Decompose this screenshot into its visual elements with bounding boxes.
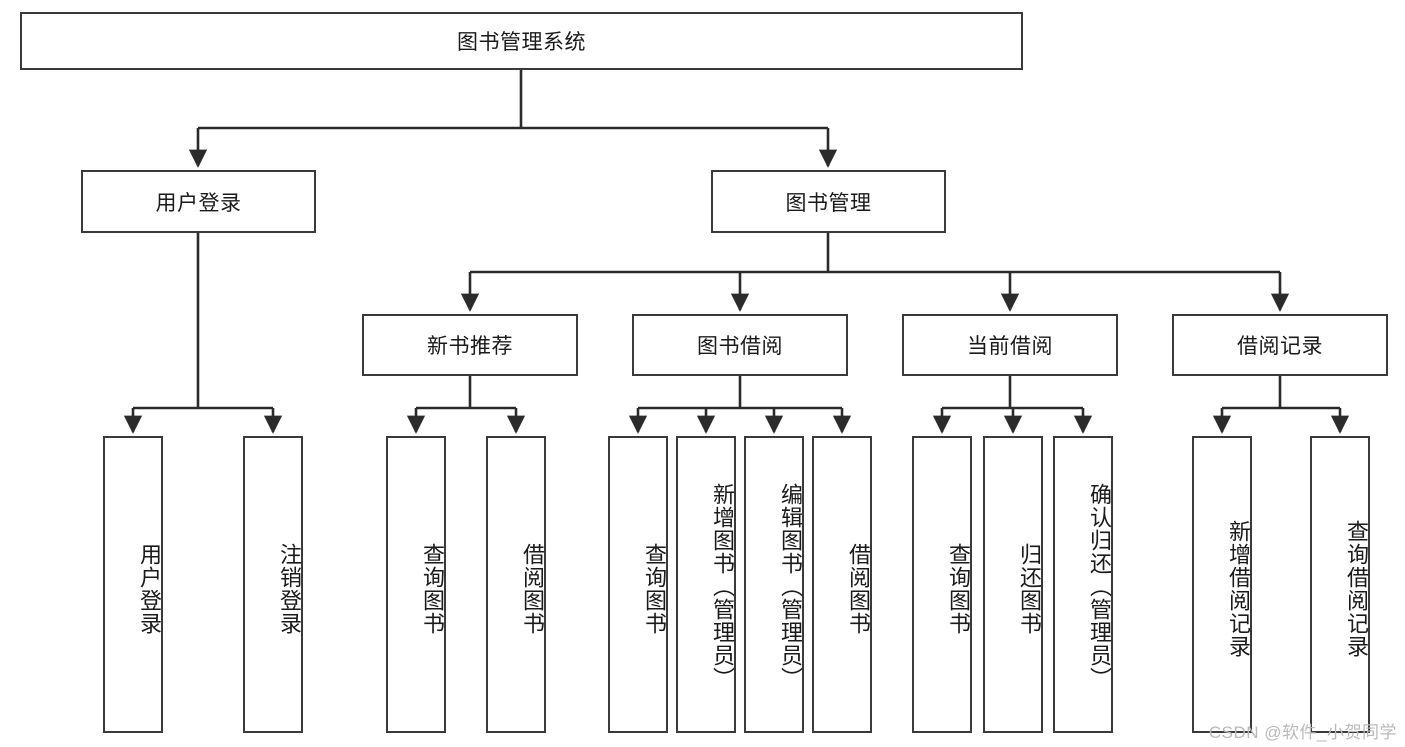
- node-leaf-edit-book-label: 编辑图书（管理员）: [778, 483, 803, 690]
- node-leaf-logout[interactable]: 注销登录: [243, 436, 303, 733]
- node-leaf-query-borrow-record-label: 查询借阅记录: [1344, 519, 1369, 658]
- node-book-manage[interactable]: 图书管理: [711, 170, 946, 233]
- node-leaf-add-book[interactable]: 新增图书（管理员）: [676, 436, 736, 733]
- node-leaf-add-book-label: 新增图书（管理员）: [710, 483, 735, 690]
- node-book-borrow[interactable]: 图书借阅: [632, 314, 848, 376]
- node-current-borrow[interactable]: 当前借阅: [902, 314, 1118, 376]
- node-leaf-add-borrow-record-label: 新增借阅记录: [1226, 519, 1251, 658]
- node-current-borrow-label: 当前借阅: [967, 335, 1053, 358]
- node-leaf-user-login-label: 用户登录: [137, 542, 162, 635]
- node-leaf-query-book-2[interactable]: 查询图书: [608, 436, 668, 733]
- node-leaf-borrow-book-1[interactable]: 借阅图书: [486, 436, 546, 733]
- node-leaf-query-book-3-label: 查询图书: [946, 542, 971, 635]
- node-leaf-confirm-return-label: 确认归还（管理员）: [1087, 483, 1112, 690]
- node-leaf-query-book-1-label: 查询图书: [420, 542, 445, 635]
- node-new-book-recommend[interactable]: 新书推荐: [362, 314, 578, 376]
- node-leaf-return-book-label: 归还图书: [1017, 542, 1042, 635]
- node-leaf-confirm-return[interactable]: 确认归还（管理员）: [1053, 436, 1113, 733]
- node-leaf-query-book-1[interactable]: 查询图书: [386, 436, 446, 733]
- node-user-login-label: 用户登录: [155, 191, 242, 215]
- node-borrow-record[interactable]: 借阅记录: [1172, 314, 1388, 376]
- node-leaf-borrow-book-2[interactable]: 借阅图书: [812, 436, 872, 733]
- node-leaf-query-borrow-record[interactable]: 查询借阅记录: [1310, 436, 1370, 733]
- node-root-label: 图书管理系统: [457, 31, 586, 54]
- node-book-borrow-label: 图书借阅: [697, 335, 783, 358]
- node-leaf-borrow-book-1-label: 借阅图书: [520, 542, 545, 635]
- node-borrow-record-label: 借阅记录: [1237, 335, 1323, 358]
- node-leaf-query-book-2-label: 查询图书: [642, 542, 667, 635]
- node-leaf-return-book[interactable]: 归还图书: [983, 436, 1043, 733]
- node-leaf-add-borrow-record[interactable]: 新增借阅记录: [1192, 436, 1252, 733]
- node-leaf-query-book-3[interactable]: 查询图书: [912, 436, 972, 733]
- node-root[interactable]: 图书管理系统: [20, 12, 1023, 70]
- watermark-text: CSDN @软件_小贺同学: [1208, 723, 1397, 742]
- node-leaf-edit-book[interactable]: 编辑图书（管理员）: [744, 436, 804, 733]
- node-leaf-user-login[interactable]: 用户登录: [103, 436, 163, 733]
- node-new-book-recommend-label: 新书推荐: [427, 335, 513, 358]
- node-leaf-borrow-book-2-label: 借阅图书: [846, 542, 871, 635]
- node-leaf-logout-label: 注销登录: [277, 542, 302, 635]
- node-user-login[interactable]: 用户登录: [81, 170, 316, 233]
- node-book-manage-label: 图书管理: [785, 191, 872, 215]
